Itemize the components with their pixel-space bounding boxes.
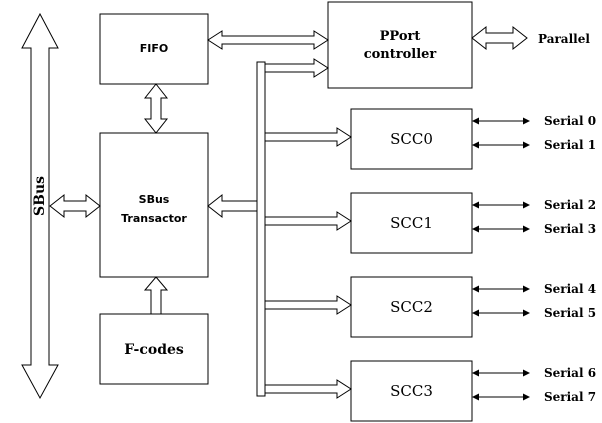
sbus-transactor-label-line2: Transactor — [121, 212, 187, 225]
bus-scc-arrow-3 — [264, 379, 352, 399]
parallel-label: Parallel — [538, 32, 590, 46]
serial-label-4: Serial 4 — [544, 282, 596, 296]
scc-block-0 — [350, 108, 473, 170]
serial-arrowhead-right-6 — [523, 369, 530, 377]
scc-label-2: SCC2 — [390, 298, 433, 316]
scc-block-1 — [350, 192, 473, 254]
bus-scc-arrow-0 — [264, 127, 352, 147]
internal-bus-bar — [256, 61, 266, 397]
scc-block-3 — [350, 360, 473, 422]
serial-label-0: Serial 0 — [544, 114, 596, 128]
pport-label-line2: controller — [364, 47, 437, 62]
serial-arrowhead-right-5 — [523, 309, 530, 317]
fcodes-transactor-arrow — [143, 276, 169, 315]
serial-arrowhead-right-0 — [523, 117, 530, 125]
serial-arrowhead-right-2 — [523, 201, 530, 209]
serial-arrowhead-left-6 — [472, 369, 479, 377]
serial-arrowhead-left-4 — [472, 285, 479, 293]
fifo-label: FIFO — [140, 42, 168, 55]
fcodes-label: F-codes — [124, 342, 184, 358]
serial-label-5: Serial 5 — [544, 306, 596, 320]
sbus-transactor-label-line1: SBus — [139, 193, 170, 206]
serial-label-3: Serial 3 — [544, 222, 596, 236]
pport-controller-block — [327, 1, 473, 89]
serial-arrowhead-left-0 — [472, 117, 479, 125]
pport-label-line1: PPort — [380, 29, 421, 44]
fifo-block — [99, 13, 209, 85]
serial-arrowhead-left-2 — [472, 201, 479, 209]
serial-label-6: Serial 6 — [544, 366, 596, 380]
scc-block-2 — [350, 276, 473, 338]
bus-pport-arrow — [264, 58, 329, 78]
sbus-transactor-arrow — [49, 193, 101, 219]
serial-arrowhead-right-7 — [523, 393, 530, 401]
scc-label-1: SCC1 — [390, 214, 433, 232]
serial-label-7: Serial 7 — [544, 390, 596, 404]
serial-arrowhead-right-3 — [523, 225, 530, 233]
serial-arrowhead-right-4 — [523, 285, 530, 293]
bus-scc-arrow-1 — [264, 211, 352, 231]
fifo-transactor-arrow — [143, 83, 169, 134]
serial-arrowhead-right-1 — [523, 141, 530, 149]
fcodes-block — [99, 313, 209, 385]
pport-parallel-arrow — [471, 25, 528, 51]
bus-scc-arrow-2 — [264, 295, 352, 315]
serial-arrowhead-left-5 — [472, 309, 479, 317]
scc-label-3: SCC3 — [390, 382, 433, 400]
serial-label-1: Serial 1 — [544, 138, 596, 152]
bus-transactor-arrow — [207, 193, 258, 219]
fifo-pport-arrow — [207, 30, 329, 50]
sbus-bus-arrow — [21, 12, 59, 400]
scc-group: SCC0 Serial 0 Serial 1 SCC1 Serial 2 Serial 3… — [264, 108, 596, 422]
scc-label-0: SCC0 — [390, 130, 433, 148]
serial-arrowhead-left-1 — [472, 141, 479, 149]
serial-arrowhead-left-3 — [472, 225, 479, 233]
sbus-label: SBus — [32, 176, 48, 216]
serial-label-2: Serial 2 — [544, 198, 596, 212]
serial-arrowhead-left-7 — [472, 393, 479, 401]
sbus-transactor-block — [99, 132, 209, 278]
